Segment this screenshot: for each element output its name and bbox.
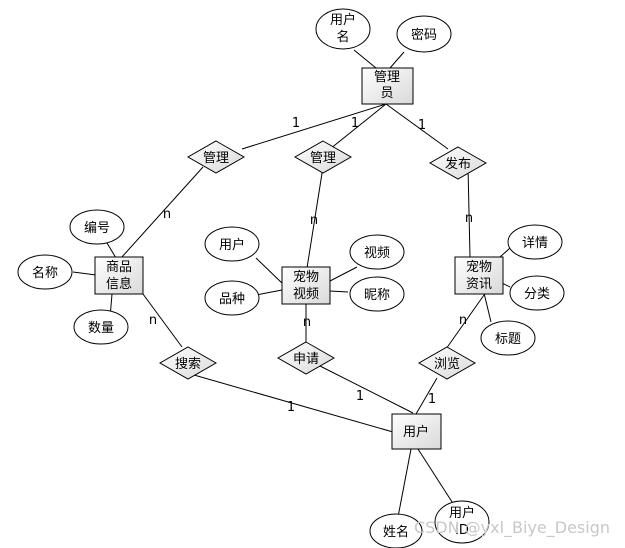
cardinality-label: n xyxy=(459,313,467,328)
svg-text:ID: ID xyxy=(455,523,469,538)
svg-text:详情: 详情 xyxy=(522,236,548,251)
entity-user: 用户 xyxy=(391,413,442,450)
attribute-goods-id: 编号 xyxy=(69,209,125,245)
entity-goods-line1: 商品 xyxy=(106,260,132,275)
svg-text:昵称: 昵称 xyxy=(364,288,390,303)
cardinality-label: n xyxy=(465,211,473,226)
svg-text:密码: 密码 xyxy=(411,27,437,43)
relationship-apply: 申请 xyxy=(276,341,336,375)
svg-text:浏览: 浏览 xyxy=(434,356,460,372)
entity-goods-line2: 信息 xyxy=(106,276,132,292)
cardinality-label: 1 xyxy=(287,400,295,415)
cardinality-label: 1 xyxy=(356,389,364,404)
svg-text:编号: 编号 xyxy=(84,221,110,236)
cardinality-label: 1 xyxy=(418,118,426,133)
relationship-browse: 浏览 xyxy=(417,346,477,380)
attribute-news-detail: 详情 xyxy=(507,224,563,260)
attribute-goods-qty: 数量 xyxy=(73,309,129,345)
entity-video-line2: 视频 xyxy=(293,287,319,302)
svg-text:用户: 用户 xyxy=(219,237,245,253)
entity-admin: 管理 员 xyxy=(361,67,414,105)
cardinality-label: n xyxy=(310,213,318,228)
svg-text:数量: 数量 xyxy=(88,321,114,336)
svg-text:分类: 分类 xyxy=(524,287,550,302)
svg-text:管理: 管理 xyxy=(203,151,229,166)
watermark-text: CSDN @yxl_Biye_Design xyxy=(414,518,610,538)
entity-admin-line1: 管理 xyxy=(374,70,400,85)
svg-text:用户: 用户 xyxy=(330,12,356,28)
entity-news: 宠物 资讯 xyxy=(454,256,504,295)
entity-video: 宠物 视频 xyxy=(281,266,331,305)
cardinality-label: 1 xyxy=(351,116,359,131)
attribute-news-title: 标题 xyxy=(480,320,536,356)
svg-text:搜索: 搜索 xyxy=(175,357,201,372)
relationship-manage-goods: 管理 xyxy=(186,140,246,174)
cardinality-labels: 1 1 1 n n n n 1 n 1 n 1 xyxy=(149,116,473,415)
cardinality-label: n xyxy=(163,207,171,222)
svg-text:名称: 名称 xyxy=(32,265,58,281)
entity-goods: 商品 信息 xyxy=(94,256,144,295)
entity-video-line1: 宠物 xyxy=(293,269,319,285)
cardinality-label: n xyxy=(303,315,311,330)
relationship-manage-video: 管理 xyxy=(293,140,353,174)
attribute-video-nick: 昵称 xyxy=(349,276,405,312)
svg-text:视频: 视频 xyxy=(364,246,390,261)
entity-user-line1: 用户 xyxy=(403,424,429,440)
attribute-admin-username: 用户 名 xyxy=(315,8,371,50)
svg-text:姓名: 姓名 xyxy=(383,524,409,540)
attribute-news-category: 分类 xyxy=(509,275,565,311)
cardinality-label: 1 xyxy=(428,392,436,407)
attribute-admin-password: 密码 xyxy=(396,15,452,53)
attribute-goods-name: 名称 xyxy=(17,254,73,290)
svg-text:品种: 品种 xyxy=(219,292,245,307)
svg-text:发布: 发布 xyxy=(445,156,471,172)
svg-text:管理: 管理 xyxy=(310,151,336,166)
attribute-video-user: 用户 xyxy=(204,226,260,262)
entity-admin-line2: 员 xyxy=(380,86,393,101)
attribute-video-breed: 品种 xyxy=(204,280,260,316)
attribute-user-id: 用户 ID xyxy=(434,500,490,544)
cardinality-label: 1 xyxy=(292,116,300,131)
entity-news-line2: 资讯 xyxy=(466,277,492,292)
connector-lines xyxy=(72,49,511,518)
entity-news-line1: 宠物 xyxy=(466,259,492,275)
svg-text:申请: 申请 xyxy=(293,352,319,367)
svg-text:标题: 标题 xyxy=(495,332,521,347)
cardinality-label: n xyxy=(149,313,157,328)
attribute-video-video: 视频 xyxy=(349,234,405,270)
svg-text:用户: 用户 xyxy=(449,505,475,521)
relationship-search: 搜索 xyxy=(158,346,218,380)
svg-text:名: 名 xyxy=(336,29,349,45)
attribute-user-name: 姓名 xyxy=(369,513,423,548)
relationship-publish: 发布 xyxy=(428,146,488,180)
